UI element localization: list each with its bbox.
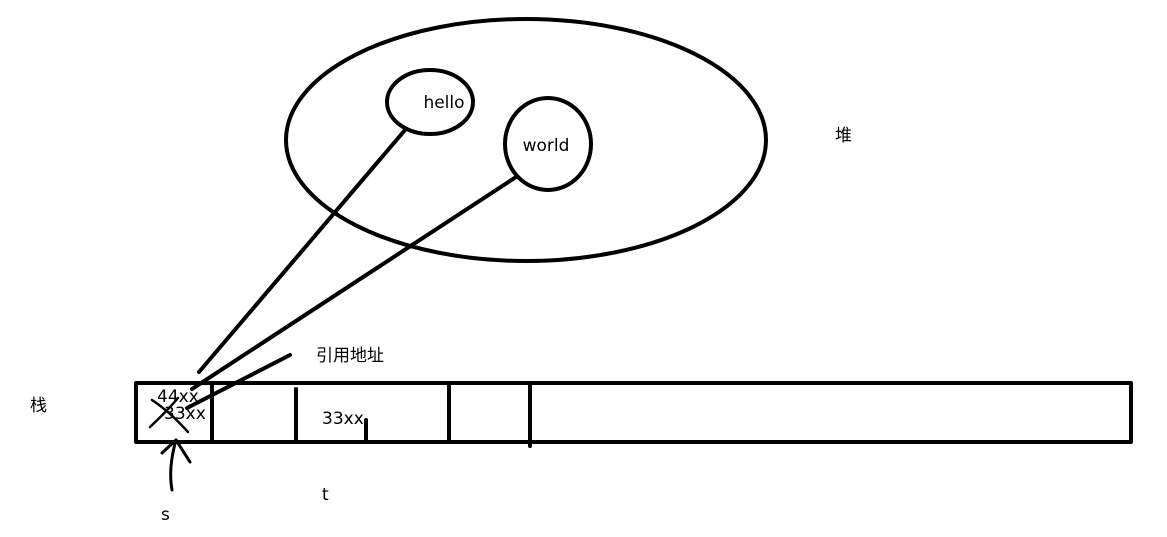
heap-label: 堆	[835, 126, 852, 146]
heap-ellipse	[284, 17, 768, 263]
variable-t-label: t	[322, 485, 329, 505]
heap-object-world-label: world	[523, 136, 570, 156]
reference-line-to-hello	[197, 128, 407, 374]
heap-object-world	[503, 96, 593, 192]
reference-line-to-world	[190, 175, 518, 391]
stack-frame	[134, 381, 1133, 444]
stack-cell-t-value: 33xx	[322, 409, 364, 429]
variable-s-label: s	[161, 505, 170, 525]
variable-s-arrow	[160, 438, 192, 492]
strike-out-mark	[148, 396, 190, 434]
stack-label: 栈	[30, 396, 47, 416]
heap-object-hello	[385, 68, 475, 136]
heap-object-hello-label: hello	[423, 93, 464, 113]
reference-address-label: 引用地址	[316, 346, 384, 366]
